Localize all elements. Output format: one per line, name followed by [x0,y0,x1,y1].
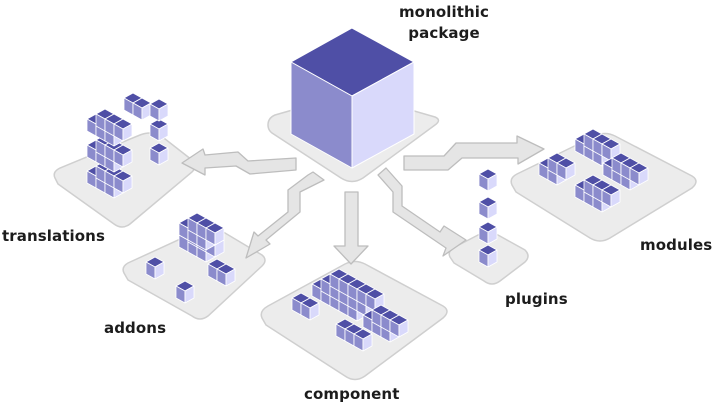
translations-block [149,118,169,142]
platform-addons [122,227,266,320]
plugins-block [478,168,498,192]
translations-block [149,98,169,122]
arrow-to-translations [181,148,297,176]
addons-block [216,263,236,287]
platform-component [260,260,448,381]
label-monolithic: monolithic [398,3,490,21]
translations-block [132,97,152,121]
arrow-to-component [333,191,369,265]
translations-block [113,170,133,194]
monolithic-cube [290,27,415,169]
plugins-block [478,196,498,220]
addons-block [145,256,165,280]
addons-block [175,280,195,304]
plugins-block [478,221,498,245]
plugins-block [478,244,498,268]
label-package: package [408,24,480,42]
label-plugins: plugins [505,290,568,308]
modules-block [629,162,649,186]
arrow-to-addons [245,171,325,259]
label-modules: modules [640,236,712,254]
modules-block [601,184,621,208]
arrow-to-modules [403,135,545,171]
translations-block [113,118,133,142]
component-block [353,328,373,352]
modules-block [556,157,576,181]
label-component: component [304,385,400,403]
arrow-to-plugins [377,167,467,257]
component-block [300,297,320,321]
arrows [181,135,545,265]
label-monolithic-package: monolithic package [398,2,490,44]
addons-block [205,222,225,246]
label-translations: translations [2,227,105,245]
label-addons: addons [104,319,167,337]
component-block [389,314,409,338]
plugins-blocks [478,168,498,268]
translations-block [113,144,133,168]
translations-block [149,142,169,166]
